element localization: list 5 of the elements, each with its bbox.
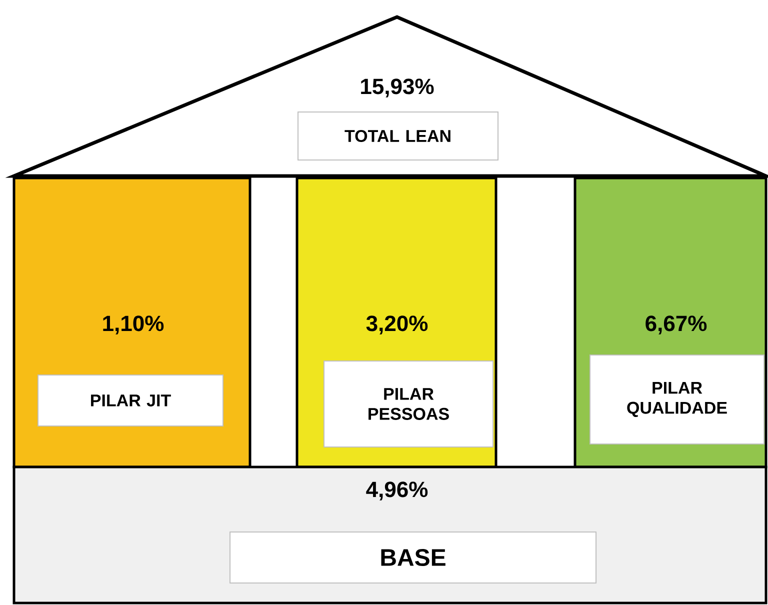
label-box: PILAR PESSOAS: [324, 360, 494, 448]
label-box: TOTAL LEAN: [298, 112, 498, 160]
label-box: PILAR JIT: [38, 374, 224, 426]
label-box: PILAR QUALIDADE: [590, 354, 764, 444]
label-box: BASE: [230, 532, 596, 584]
